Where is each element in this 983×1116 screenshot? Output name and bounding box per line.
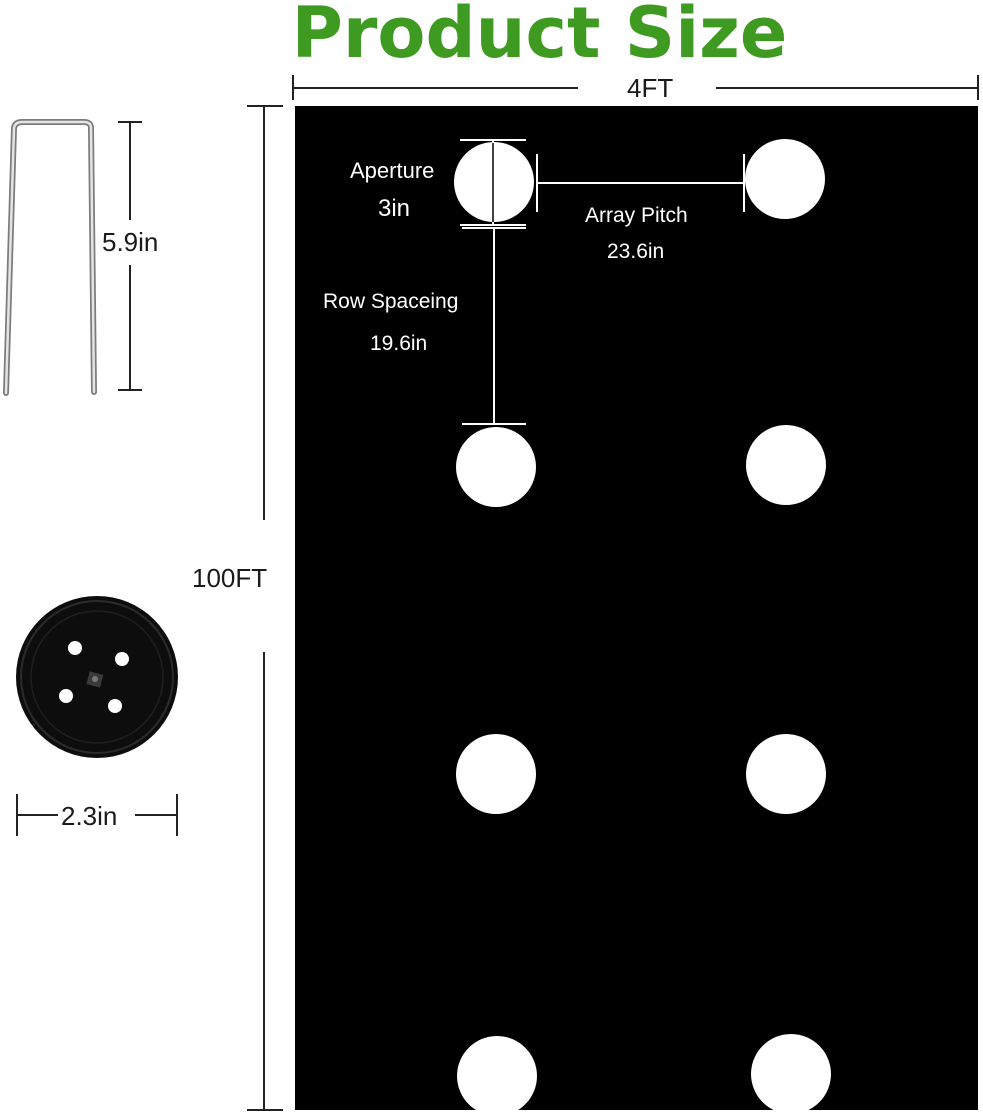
row-spacing-value: 19.6in	[370, 332, 428, 355]
hole	[456, 734, 536, 814]
washer-diameter-label: 2.3in	[61, 801, 118, 831]
staple-height-label: 5.9in	[102, 227, 159, 257]
staple-icon	[3, 119, 97, 396]
hole	[457, 1036, 537, 1116]
width-dimension-line	[292, 75, 979, 100]
length-label: 100FT	[192, 563, 268, 593]
washer-diameter-line	[16, 794, 178, 836]
hole	[746, 734, 826, 814]
staple-height-line	[118, 121, 142, 391]
array-pitch-value: 23.6in	[607, 240, 665, 263]
aperture-value: 3in	[378, 195, 411, 222]
fabric-sheet	[295, 106, 978, 1110]
row-spacing-marker	[462, 227, 526, 425]
aperture-label: Aperture	[350, 158, 435, 183]
width-label: 4FT	[627, 73, 674, 103]
array-pitch-label: Array Pitch	[585, 204, 688, 227]
page-title: Product Size	[291, 0, 788, 74]
length-dimension-line	[247, 105, 283, 1111]
array-pitch-marker	[536, 154, 745, 212]
washer-icon	[16, 596, 178, 758]
hole	[746, 425, 826, 505]
hole	[456, 427, 536, 507]
hole	[745, 139, 825, 219]
hole	[751, 1034, 831, 1114]
row-spacing-label: Row Spaceing	[323, 290, 459, 313]
